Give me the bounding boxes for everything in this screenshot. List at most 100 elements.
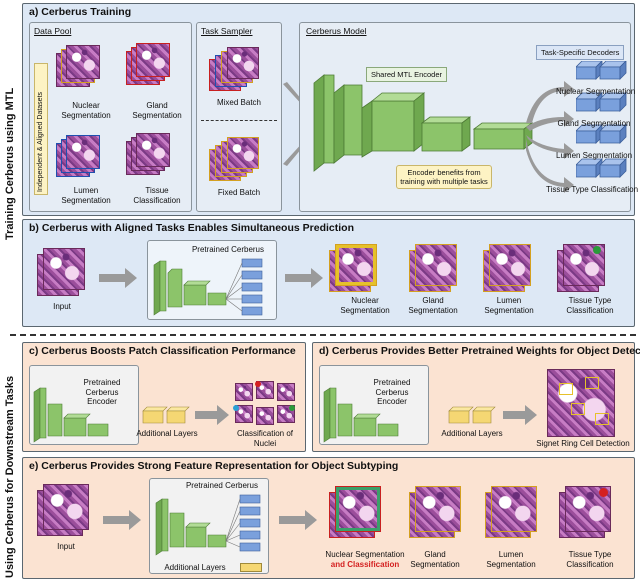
tissue-tile <box>136 133 170 167</box>
lumen-output-tile <box>489 244 531 286</box>
gland-output-tile <box>415 486 461 532</box>
task-sampler-title: Task Sampler <box>201 26 253 36</box>
panel-d: d) Cerberus Provides Better Pretrained W… <box>312 342 640 452</box>
fixed-batch-label: Fixed Batch <box>217 188 261 197</box>
class-dot <box>289 405 295 411</box>
encoder-network <box>33 387 109 443</box>
encoder-note: Encoder benefits from training with mult… <box>396 165 492 189</box>
output-label: Gland Segmentation <box>410 550 460 569</box>
output-label-line: Nuclear Segmentation <box>325 550 405 559</box>
decoder-output-label: Tissue Type Classification <box>546 185 639 194</box>
pretrained-network <box>155 494 261 556</box>
arrow <box>285 268 323 288</box>
nuclei-patch <box>256 381 274 399</box>
layers-label: Additional Layers <box>441 429 503 438</box>
input-tile <box>43 484 89 530</box>
additional-layer-block <box>240 563 262 572</box>
tissue-class-dot <box>593 246 601 254</box>
output-label: Tissue Type Classification <box>566 296 614 315</box>
output-label: Nuclear Segmentation and Classification <box>317 550 413 569</box>
data-pool-label: Lumen Segmentation <box>61 186 111 205</box>
mixed-batch-label: Mixed Batch <box>216 98 262 107</box>
gland-tile <box>136 43 170 77</box>
datasets-note: Independent & Aligned Datasets <box>34 63 48 195</box>
additional-layers <box>142 406 190 424</box>
output-label-extra: and Classification <box>330 559 400 569</box>
arrow <box>99 268 137 288</box>
decoder-output-label: Nuclear Segmentation <box>556 87 636 96</box>
gland-output-tile <box>415 244 457 286</box>
data-pool-label: Tissue Classification <box>133 186 181 205</box>
encoder-box: Pretrained Cerberus Encoder <box>29 365 139 445</box>
layers-label: Additional Layers <box>164 563 226 572</box>
panel-c-title: c) Cerberus Boosts Patch Classification … <box>29 345 296 357</box>
decoder-blocks <box>576 61 627 178</box>
output-label: Tissue Type Classification <box>566 550 614 569</box>
mixed-tile <box>227 47 259 79</box>
nuclei-patch <box>256 407 274 425</box>
input-label: Input <box>57 542 75 551</box>
detection-box <box>559 383 573 395</box>
panel-a-title: a) Cerberus Training <box>29 6 132 18</box>
decoder-output-label: Lumen Segmentation <box>556 151 633 160</box>
panel-e: e) Cerberus Provides Strong Feature Repr… <box>22 457 635 579</box>
panel-d-title: d) Cerberus Provides Better Pretrained W… <box>319 345 640 357</box>
panel-a: a) Cerberus Training Data Pool Independe… <box>22 3 639 216</box>
data-pool-label: Nuclear Segmentation <box>61 101 111 120</box>
detection-box <box>585 377 599 389</box>
nuclei-patch <box>235 383 253 401</box>
pretrained-label: Pretrained Cerberus <box>185 481 259 490</box>
arrow <box>195 405 229 425</box>
task-sampler-box: Task Sampler Mixed Batch Fixed Batch <box>196 22 282 212</box>
output-label: Lumen Segmentation <box>484 296 534 315</box>
class-dot <box>255 381 261 387</box>
pretrained-label: Pretrained Cerberus <box>191 245 265 254</box>
output-label: Classification of Nuclei <box>236 429 294 448</box>
panel-b-title: b) Cerberus with Aligned Tasks Enables S… <box>29 222 354 234</box>
panel-c: c) Cerberus Boosts Patch Classification … <box>22 342 306 452</box>
input-label: Input <box>53 302 71 311</box>
input-tile <box>43 248 85 290</box>
side-label-training: Training Cerberus using MTL <box>4 87 16 240</box>
shared-encoder <box>313 74 534 172</box>
side-label-downstream: Using Cerberus for Downstream Tasks <box>4 375 16 578</box>
decoder-arrows <box>526 81 574 193</box>
arrow <box>503 405 537 425</box>
detection-box <box>571 403 585 415</box>
data-pool-label: Gland Segmentation <box>132 101 182 120</box>
cerberus-model-title: Cerberus Model <box>306 26 367 36</box>
nuclear-tile <box>66 45 100 79</box>
data-pool-box: Data Pool Independent & Aligned Datasets… <box>29 22 192 212</box>
nuclear-output-tile <box>335 244 377 286</box>
panel-b: b) Cerberus with Aligned Tasks Enables S… <box>22 219 635 327</box>
lumen-tile <box>66 135 100 169</box>
lumen-output-tile <box>491 486 537 532</box>
encoder-label: Pretrained Cerberus Encoder <box>83 378 121 406</box>
encoder-label: Shared MTL Encoder <box>366 67 448 82</box>
encoder-label: Pretrained Cerberus Encoder <box>373 378 411 406</box>
decoders-label: Task-Specific Decoders <box>536 45 625 60</box>
pretrained-box: Pretrained Cerberus Additional Layers <box>149 478 269 574</box>
additional-layers <box>448 406 496 424</box>
nuclear-output-tile <box>335 486 381 532</box>
output-label: Lumen Segmentation <box>486 550 536 569</box>
pretrained-box: Pretrained Cerberus <box>147 240 277 320</box>
sampler-divider <box>201 120 277 121</box>
tissue-output-tile <box>563 244 605 286</box>
panel-e-title: e) Cerberus Provides Strong Feature Repr… <box>29 460 399 472</box>
nuclei-patch <box>235 405 253 423</box>
class-dot <box>233 405 239 411</box>
output-label: Nuclear Segmentation <box>340 296 390 315</box>
decoder-output-label: Gland Segmentation <box>557 119 631 128</box>
output-label: Gland Segmentation <box>408 296 458 315</box>
detection-box <box>595 413 609 425</box>
output-label: Signet Ring Cell Detection <box>536 439 630 448</box>
encoder-network <box>323 387 399 443</box>
pretrained-network <box>153 258 263 316</box>
cerberus-model-box: Cerberus Model Shared MTL Encoder Encode… <box>299 22 639 212</box>
encoder-box: Pretrained Cerberus Encoder <box>319 365 429 445</box>
layers-label: Additional Layers <box>136 429 198 438</box>
tissue-class-dot <box>599 488 608 497</box>
nuclei-patch <box>277 383 295 401</box>
arrow <box>279 510 317 530</box>
